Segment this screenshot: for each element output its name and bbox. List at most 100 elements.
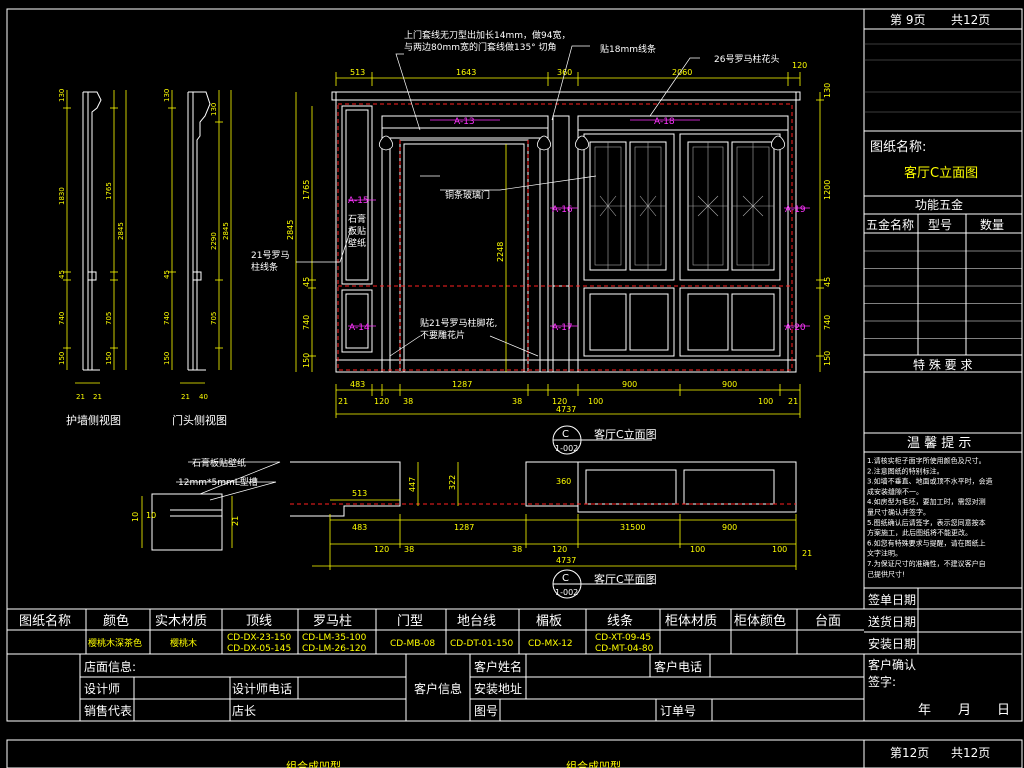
note-top-line-2: 与两边80mm宽的门套线做135° 切角 bbox=[404, 41, 557, 53]
materials-values: 樱桃木深茶色 樱桃木 CD-DX-23-150 CD-DX-05-145 CD-… bbox=[88, 633, 654, 654]
drawing-name-value: 客厅C立面图 bbox=[904, 165, 978, 181]
side2-bottom-40: 40 bbox=[199, 393, 208, 401]
side1-dim-130: 130 bbox=[58, 89, 66, 102]
notice-lines: 1.请核实柜子面字所使用颜色及尺寸。2.注意图纸的特别标注。3.如墙不垂直、地面… bbox=[867, 456, 993, 578]
mat-header-top-line: 顶线 bbox=[246, 614, 272, 629]
plan-side-21b: 21 bbox=[802, 549, 812, 558]
dim-door-height: 2248 bbox=[496, 242, 505, 262]
note-column-foot-1: 贴21号罗马柱脚花, bbox=[420, 317, 497, 329]
dim-top-2060: 2060 bbox=[672, 68, 692, 77]
mat-header-countertop: 台面 bbox=[815, 614, 841, 629]
plan-side-21a: 21 bbox=[231, 516, 240, 526]
notice-line: 量尺寸确认并签字。 bbox=[867, 508, 930, 517]
tag-a15: A-15 bbox=[348, 196, 369, 206]
side2-dim-150: 150 bbox=[163, 352, 171, 365]
plan-note-plaster: 石膏板贴壁纸 bbox=[192, 457, 246, 469]
tag-a17: A-17 bbox=[552, 323, 573, 333]
date-day: 日 bbox=[997, 703, 1010, 718]
plan-dim-100b: 100 bbox=[772, 545, 787, 554]
dim-bot-900a: 900 bbox=[622, 380, 637, 389]
tag-a14: A-14 bbox=[349, 323, 370, 333]
dim-bot-900b: 900 bbox=[722, 380, 737, 389]
dim-right-45: 45 bbox=[823, 277, 832, 287]
customer-name-label: 客户姓名 bbox=[474, 659, 522, 674]
side2-dim-740: 740 bbox=[163, 312, 171, 325]
sheet-frame bbox=[6, 8, 1023, 768]
dim-total-elevation: 4737 bbox=[556, 405, 576, 414]
note-column-head: 26号罗马柱花头 bbox=[714, 53, 779, 65]
plan-ref-marker: C 1-002 客厅C平面图 bbox=[552, 569, 657, 599]
hardware-title: 功能五金 bbox=[915, 197, 963, 212]
plan-dim-120b: 120 bbox=[552, 545, 567, 554]
tag-a13: A-13 bbox=[454, 117, 475, 127]
side1-dim-2845: 2845 bbox=[117, 222, 125, 240]
mat-header-drawing: 图纸名称 bbox=[19, 613, 71, 629]
plan-note-groove: 12mm*5mmL型槽 bbox=[178, 476, 258, 488]
store-info-label: 店面信息: bbox=[84, 659, 136, 674]
bottom-partial-note-1: 组合成凹型 bbox=[286, 759, 341, 768]
drawing-number-label: 图号 bbox=[474, 704, 498, 718]
dim-top-513: 513 bbox=[350, 68, 365, 77]
plan-dim-483: 483 bbox=[352, 523, 367, 532]
page-total: 共12页 bbox=[951, 13, 990, 27]
plan-dim-447: 447 bbox=[408, 477, 417, 492]
side1-dim-150: 150 bbox=[58, 352, 66, 365]
dim-left-2845: 2845 bbox=[286, 220, 295, 240]
mat-lines-1: CD-XT-09-45 bbox=[595, 633, 651, 643]
dim-bot-483: 483 bbox=[350, 380, 365, 389]
tag-a16: A-16 bbox=[552, 205, 573, 215]
customer-confirm-label: 客户确认 bbox=[868, 657, 916, 672]
plan-title: 客厅C平面图 bbox=[594, 572, 657, 586]
mat-color: 樱桃木深茶色 bbox=[88, 637, 142, 649]
hardware-col-model: 型号 bbox=[928, 218, 952, 232]
note-plaster-3: 壁纸 bbox=[348, 237, 366, 249]
hardware-col-qty: 数量 bbox=[980, 217, 1004, 232]
dim-right-130: 130 bbox=[823, 83, 832, 98]
side-view-door-title: 门头侧视图 bbox=[172, 413, 227, 427]
notice-line: 方案施工，此后图纸将不能更改。 bbox=[867, 528, 972, 537]
dim-left-150: 150 bbox=[302, 353, 311, 368]
sign-date-label: 签单日期 bbox=[868, 592, 916, 607]
note-column-strip-2: 柱线条 bbox=[251, 261, 278, 273]
elevation-title: 客厅C立面图 bbox=[594, 427, 657, 441]
notice-line: 3.如墙不垂直、地面或顶不水平时，会造 bbox=[867, 477, 993, 486]
mat-header-wood: 实木材质 bbox=[155, 614, 207, 629]
side-view-wall-title: 护墙侧视图 bbox=[66, 413, 121, 427]
info-table bbox=[79, 654, 865, 721]
notice-line: 1.请核实柜子面字所使用颜色及尺寸。 bbox=[867, 456, 986, 465]
dim-left-1765: 1765 bbox=[302, 180, 311, 200]
side1-dim-1830: 1830 bbox=[58, 187, 66, 205]
notice-line: 5.图纸确认后请签字，表示您同意按本 bbox=[867, 518, 986, 527]
elevation-ref-marker: C 1-002 客厅C立面图 bbox=[552, 425, 657, 455]
notice-line: 4.如房型为毛坯，要加工时，需您对测 bbox=[867, 497, 986, 506]
plan-dim-360: 360 bbox=[556, 477, 571, 486]
side1-bottom-21b: 21 bbox=[93, 393, 102, 401]
designer-phone-label: 设计师电话 bbox=[232, 682, 292, 696]
mat-floor-line: CD-DT-01-150 bbox=[450, 639, 513, 649]
date-month: 月 bbox=[958, 703, 971, 718]
page-number: 第 9页 bbox=[890, 13, 925, 27]
dim-bot-38b: 38 bbox=[512, 397, 522, 406]
dim-bot-120a: 120 bbox=[374, 397, 389, 406]
dim-left-45: 45 bbox=[302, 277, 311, 287]
side1-bottom-21a: 21 bbox=[76, 393, 85, 401]
dim-right-740: 740 bbox=[823, 315, 832, 330]
elevation-ref-top: C bbox=[562, 429, 569, 440]
customer-info-label: 客户信息 bbox=[414, 681, 462, 696]
note-18mm-strip: 贴18mm线条 bbox=[600, 43, 656, 55]
side1-dim-150b: 150 bbox=[105, 352, 113, 365]
bottom-page-number: 第12页 bbox=[890, 746, 929, 760]
customer-phone-label: 客户电话 bbox=[654, 659, 702, 674]
side2-dim-705: 705 bbox=[210, 312, 218, 325]
plan-side-10a: 10 bbox=[131, 512, 140, 522]
drawing-name-label: 图纸名称: bbox=[870, 139, 926, 155]
tag-a20: A-20 bbox=[785, 323, 806, 333]
plan-dim-513: 513 bbox=[352, 489, 367, 498]
side1-dim-740: 740 bbox=[58, 312, 66, 325]
side1-dim-1765: 1765 bbox=[105, 182, 113, 200]
mat-header-column: 罗马柱 bbox=[313, 614, 352, 629]
side2-dim-130: 130 bbox=[163, 89, 171, 102]
tag-a18: A-18 bbox=[654, 117, 675, 127]
side1-dim-705: 705 bbox=[105, 312, 113, 325]
plan-view: 513 360 447 322 483 1287 31500 900 120 3… bbox=[131, 457, 812, 599]
